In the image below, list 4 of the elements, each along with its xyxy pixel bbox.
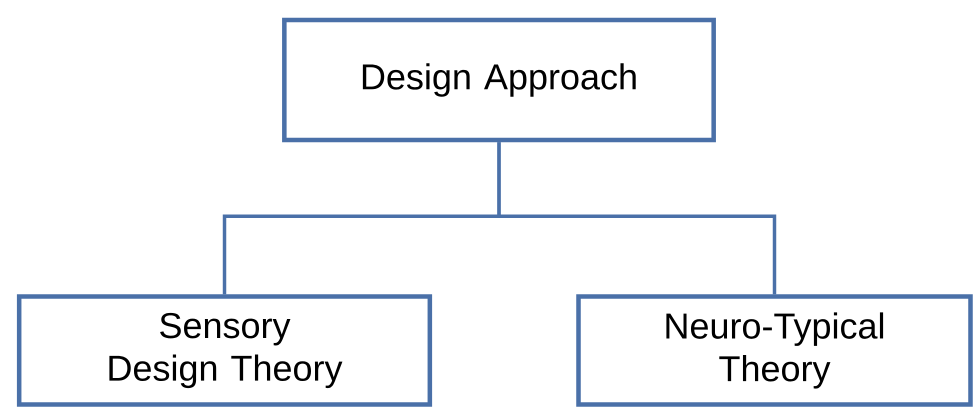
connector-line	[497, 142, 776, 294]
process-box: Design Approach	[282, 18, 716, 142]
process-box: Neuro-Typical Theory	[576, 294, 973, 407]
process-box: Sensory Design Theory	[16, 294, 432, 407]
